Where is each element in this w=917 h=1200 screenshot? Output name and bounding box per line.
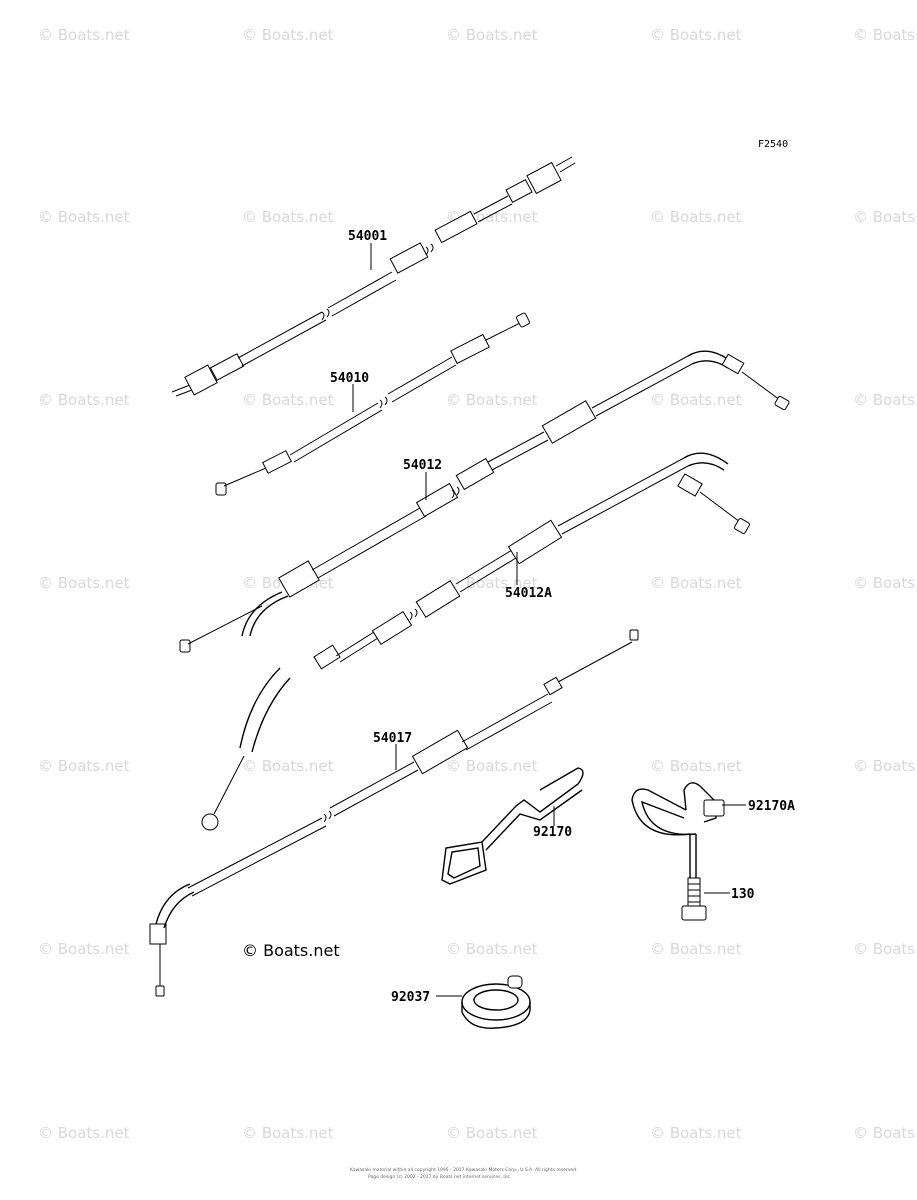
watermark: © Boats.net — [242, 391, 334, 409]
watermark: © Boats.net — [446, 26, 538, 44]
watermark: © Boats.net — [650, 208, 742, 226]
label-92170: 92170 — [533, 825, 572, 840]
footer-design: Page design (c) 2002 - 2017 by Boats.net… — [368, 1174, 511, 1180]
cable-54012A — [201, 452, 750, 831]
watermark: © Boats.net — [242, 757, 334, 775]
watermark: © Boats.net — [650, 26, 742, 44]
watermark: © Boats.net — [38, 757, 130, 775]
watermark-row-1: © Boats.net © Boats.net © Boats.net © Bo… — [38, 26, 917, 44]
cable-54017 — [149, 629, 639, 997]
watermark: © Boats.net — [38, 574, 130, 592]
watermark: © Boats.net — [853, 757, 917, 775]
brand-mark: © Boats.net — [242, 941, 340, 960]
watermark: © Boats.net — [853, 574, 917, 592]
watermark: © Boats.net — [242, 1124, 334, 1142]
watermark: © Boats.net — [650, 574, 742, 592]
label-92170A: 92170A — [748, 799, 795, 814]
watermark: © Boats.net — [38, 208, 130, 226]
watermark-row-6: © Boats.net © Boats.net © Boats.net © Bo… — [38, 940, 917, 958]
watermark: © Boats.net — [446, 391, 538, 409]
watermark-row-7: © Boats.net © Boats.net © Boats.net © Bo… — [38, 1124, 917, 1142]
label-54010: 54010 — [330, 371, 369, 386]
label-54017: 54017 — [373, 731, 412, 746]
watermark-row-3: © Boats.net © Boats.net © Boats.net © Bo… — [38, 391, 917, 409]
figure-code: F2540 — [758, 139, 788, 150]
label-54012A: 54012A — [505, 586, 552, 601]
grommet-92037 — [461, 975, 531, 1029]
footer-copyright: Kawasaki material within all copyright 1… — [350, 1167, 578, 1173]
watermark: © Boats.net — [853, 1124, 917, 1142]
watermark: © Boats.net — [38, 940, 130, 958]
watermark: © Boats.net — [650, 757, 742, 775]
cable-54001 — [171, 156, 576, 397]
leader-lines — [352, 243, 746, 997]
watermark: © Boats.net — [853, 940, 917, 958]
label-54012: 54012 — [403, 458, 442, 473]
watermark: © Boats.net — [853, 26, 917, 44]
watermark: © Boats.net — [242, 26, 334, 44]
watermark: © Boats.net — [242, 208, 334, 226]
part-labels: 54001 54010 54012 54012A 54017 92170 921… — [330, 229, 795, 1005]
watermark: © Boats.net — [38, 391, 130, 409]
clamp-92170 — [441, 767, 584, 885]
watermark: © Boats.net — [853, 208, 917, 226]
watermark: © Boats.net — [446, 940, 538, 958]
watermark: © Boats.net — [853, 391, 917, 409]
clamp-92170A — [631, 782, 725, 882]
watermark: © Boats.net — [650, 391, 742, 409]
watermark: © Boats.net — [650, 940, 742, 958]
watermark-row-4: © Boats.net © Boats.net © Boats.net © Bo… — [38, 574, 917, 592]
label-54001: 54001 — [348, 229, 387, 244]
watermark: © Boats.net — [38, 26, 130, 44]
watermark: © Boats.net — [446, 1124, 538, 1142]
cable-54010 — [215, 312, 530, 496]
cable-54012 — [179, 350, 790, 653]
watermark-grid: © Boats.net © Boats.net © Boats.net © Bo… — [38, 26, 917, 1142]
watermark-row-2: © Boats.net © Boats.net © Boats.net © Bo… — [38, 208, 917, 226]
bolt-130 — [681, 877, 707, 921]
watermark: © Boats.net — [446, 574, 538, 592]
watermark: © Boats.net — [650, 1124, 742, 1142]
watermark: © Boats.net — [38, 1124, 130, 1142]
label-130: 130 — [731, 887, 755, 902]
watermark-row-5: © Boats.net © Boats.net © Boats.net © Bo… — [38, 757, 917, 775]
watermark: © Boats.net — [446, 757, 538, 775]
label-92037: 92037 — [391, 990, 430, 1005]
